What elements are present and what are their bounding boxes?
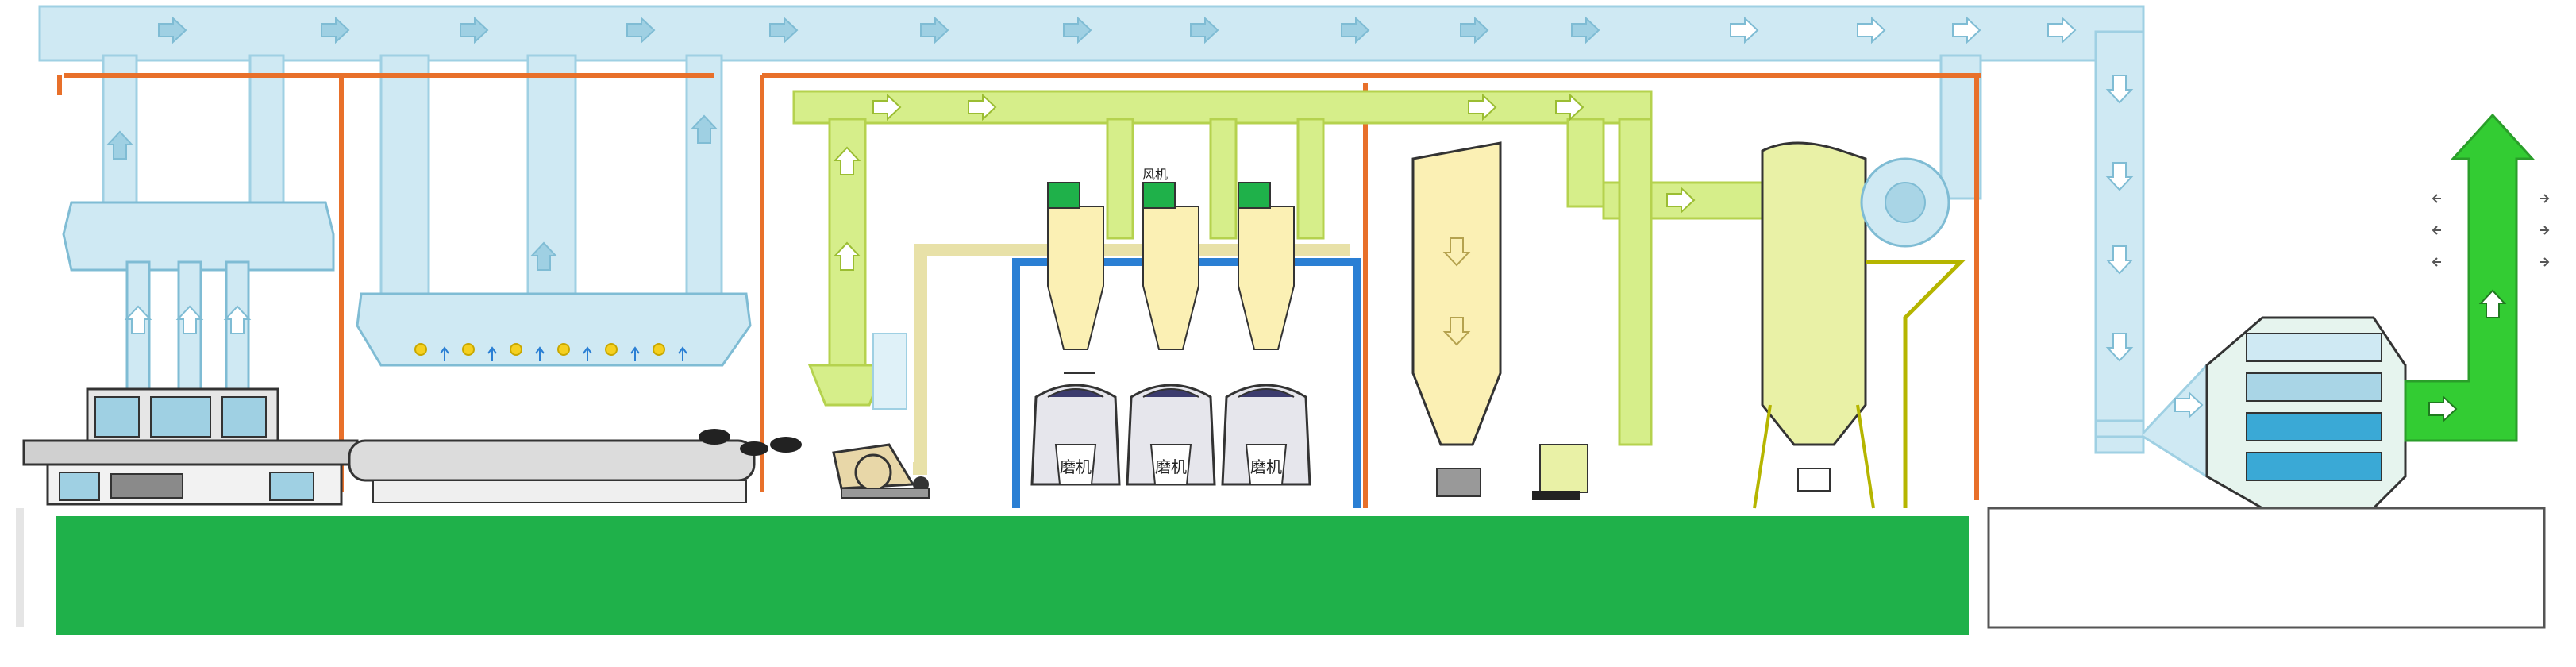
silo-fan	[1532, 444, 1588, 500]
top-duct	[38, 5, 2145, 62]
ground	[16, 507, 2546, 635]
left-exhaust-hood	[62, 201, 335, 391]
duct-drop-4	[526, 54, 577, 295]
duct-drop-3	[379, 54, 430, 295]
cyclone-2: 磨机 风机	[1126, 167, 1216, 486]
dryer-exhaust-hood	[356, 292, 752, 367]
crusher-label-3: 磨机	[1250, 457, 1282, 476]
crusher-unit	[832, 443, 930, 499]
small-hopper	[872, 333, 907, 410]
crusher-label-2: 磨机	[1155, 457, 1187, 476]
fan-tag-label: 风机	[1142, 167, 1168, 182]
cyclone-3: 磨机	[1221, 182, 1311, 486]
exhaust-stack	[2404, 113, 2550, 442]
collection-silo	[1411, 141, 1502, 497]
process-duct-system	[792, 90, 1764, 446]
fan-duct	[1939, 54, 1982, 200]
cyclone-group: 磨机 磨机 风机 磨机	[1030, 167, 1311, 486]
main-exhaust-fan	[1860, 157, 1950, 248]
feed-pipe	[913, 244, 1350, 475]
scrubber-unit	[2174, 316, 2407, 510]
baghouse-collector	[1753, 141, 1966, 509]
cyclone-1: 磨机	[1030, 182, 1121, 486]
crusher-label-1: 磨机	[1060, 457, 1092, 476]
dryer-conveyor	[348, 429, 802, 503]
duct-drop-2	[248, 54, 285, 208]
orange-pipes	[57, 73, 1981, 508]
forming-machine	[22, 387, 359, 506]
duct-drop-5	[685, 54, 723, 295]
